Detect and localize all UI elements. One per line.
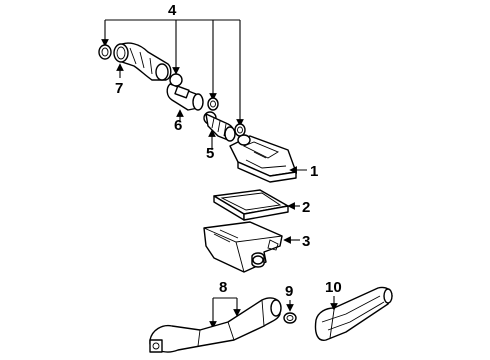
cover-clamp-part [234,123,246,137]
callout-9: 9 [285,283,293,300]
air-cleaner-housing-part [203,221,283,273]
small-clamp-part [283,312,297,324]
intake-duct-part [113,42,172,81]
callout-8: 8 [219,279,227,296]
lower-intake-duct-part [149,297,282,353]
airflow-sensor-part [166,73,204,111]
air-filter-part [213,189,289,221]
callout-3: 3 [302,233,310,250]
callout-10: 10 [325,279,342,296]
callout-5: 5 [206,145,214,162]
callout-2: 2 [302,199,310,216]
callout-1: 1 [310,163,318,180]
air-cleaner-cover-part [229,134,297,183]
callout-4: 4 [168,2,177,19]
callout-8-leader [209,297,241,329]
sensor-clamp-part [207,97,219,111]
callout-4-leader [101,19,244,127]
callout-7: 7 [115,80,123,97]
hose-clamp-part [98,44,112,60]
resonator-part [314,286,393,341]
coupler-hose-part [203,111,236,142]
callout-6: 6 [174,117,182,134]
